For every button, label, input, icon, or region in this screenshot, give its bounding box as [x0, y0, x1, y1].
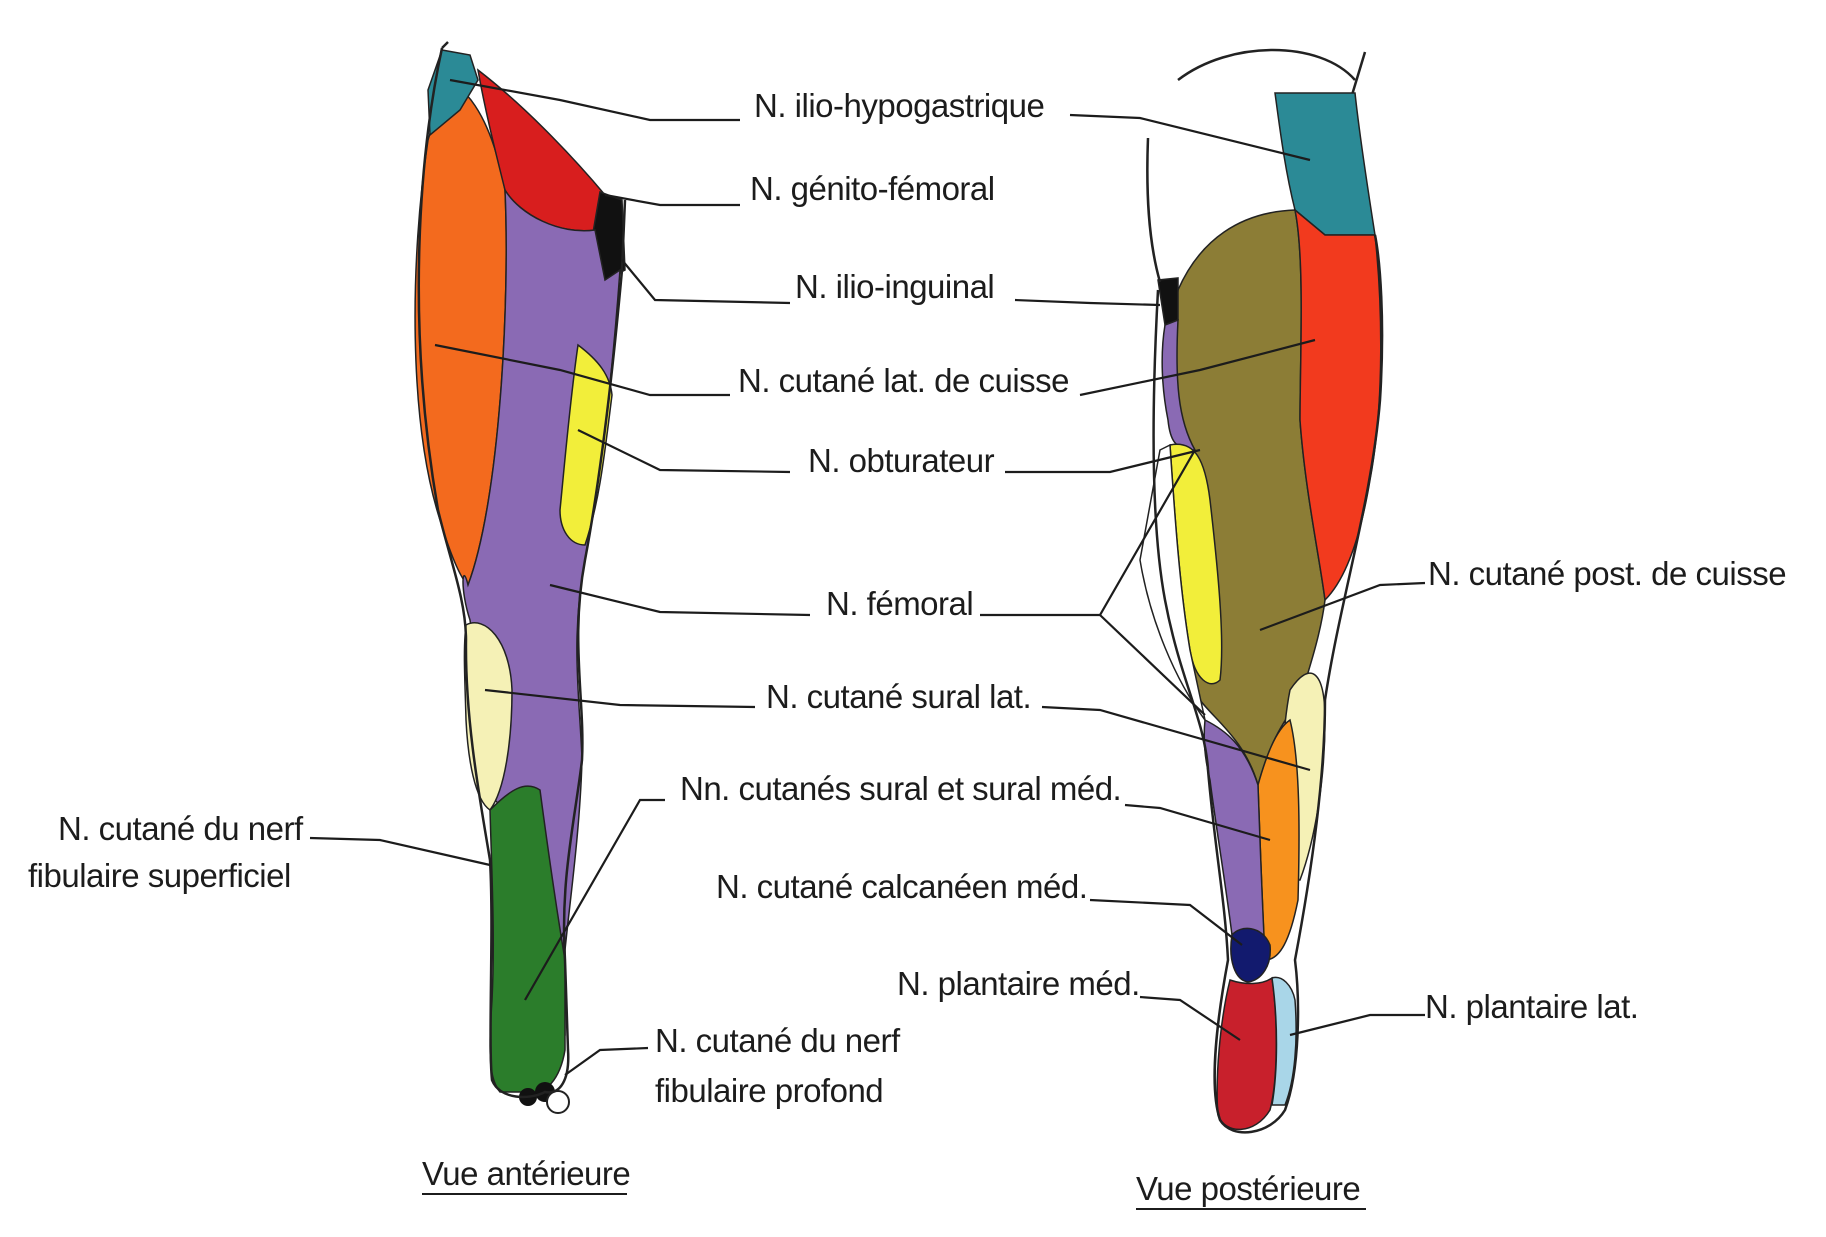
zone-anterior-ilio-hypogastrique: [427, 49, 479, 137]
labels: N. ilio-hypogastrique N. génito-fémoral …: [28, 87, 1787, 1109]
leader-ilio-hypogastrique-ant: [449, 78, 740, 122]
leader-obturateur-post: [1005, 448, 1201, 474]
leader-cutane-sural-lat-ant: [484, 688, 756, 709]
posterior-leg-outline: [1146, 137, 1384, 1134]
leader-ilio-inguinal-post: [1014, 298, 1161, 307]
posterior-buttock-arc: [1177, 48, 1356, 81]
zone-posterior-ilio-inguinal: [1157, 277, 1179, 327]
leader-femoral-ant: [549, 583, 811, 617]
leader-ilio-inguinal-ant: [621, 259, 791, 305]
label-fibulaire-superficiel-line2: fibulaire superficiel: [28, 857, 291, 894]
leader-lines: [309, 78, 1426, 1076]
zone-posterior-calcaneen-med: [1230, 927, 1271, 983]
leader-calcaneen-med: [1089, 898, 1243, 946]
posterior-spine-edge: [1350, 51, 1367, 96]
leader-obturateur-ant: [577, 429, 791, 474]
leader-fibulaire-profond: [564, 1046, 649, 1076]
posterior-leg: [1139, 48, 1384, 1134]
anterior-leg: [414, 41, 627, 1114]
leader-sural-med-ant: [524, 798, 665, 1001]
leader-ilio-hypogastrique-post: [1069, 113, 1311, 162]
label-ilio-hypogastrique: N. ilio-hypogastrique: [754, 87, 1044, 124]
leader-genito-femoral: [604, 193, 740, 207]
anterior-leg-outline: [417, 47, 627, 1099]
label-cutane-sural-lat: N. cutané sural lat.: [766, 678, 1031, 715]
label-plantaire-med: N. plantaire méd.: [897, 965, 1140, 1002]
leader-cutane-lat-cuisse-post: [1079, 338, 1316, 397]
zone-posterior-plantaire-med: [1216, 976, 1277, 1131]
label-fibulaire-profond-line2: fibulaire profond: [655, 1072, 883, 1109]
leader-femoral-post-2: [1099, 614, 1206, 716]
leader-cutane-lat-cuisse-ant: [434, 343, 730, 397]
label-femoral: N. fémoral: [826, 585, 973, 622]
anterior-toe-2: [546, 1090, 570, 1114]
label-cutane-post-cuisse: N. cutané post. de cuisse: [1428, 555, 1786, 592]
leader-plantaire-med: [1139, 995, 1241, 1041]
caption-anterior: Vue antérieure: [422, 1155, 630, 1192]
leader-sural-med-post: [1124, 803, 1271, 842]
label-ilio-inguinal: N. ilio-inguinal: [795, 268, 994, 305]
captions: Vue antérieure Vue postérieure: [422, 1155, 1366, 1210]
label-genito-femoral: N. génito-fémoral: [750, 170, 995, 207]
label-obturateur: N. obturateur: [808, 442, 995, 479]
label-cutane-lat-cuisse: N. cutané lat. de cuisse: [738, 362, 1069, 399]
caption-posterior: Vue postérieure: [1136, 1170, 1360, 1207]
label-calcaneen-med: N. cutané calcanéen méd.: [716, 868, 1087, 905]
label-fibulaire-superficiel-line1: N. cutané du nerf: [58, 810, 304, 847]
leader-cutane-sural-lat-post: [1041, 705, 1311, 772]
label-fibulaire-profond-line1: N. cutané du nerf: [655, 1022, 901, 1059]
leader-fibulaire-superficiel: [309, 836, 491, 867]
anterior-leg-top-edge: [441, 41, 449, 49]
label-sural-med: Nn. cutanés sural et sural méd.: [680, 770, 1121, 807]
label-plantaire-lat: N. plantaire lat.: [1425, 988, 1638, 1025]
leader-plantaire-lat: [1289, 1013, 1425, 1037]
leader-cutane-post-cuisse: [1259, 581, 1426, 632]
